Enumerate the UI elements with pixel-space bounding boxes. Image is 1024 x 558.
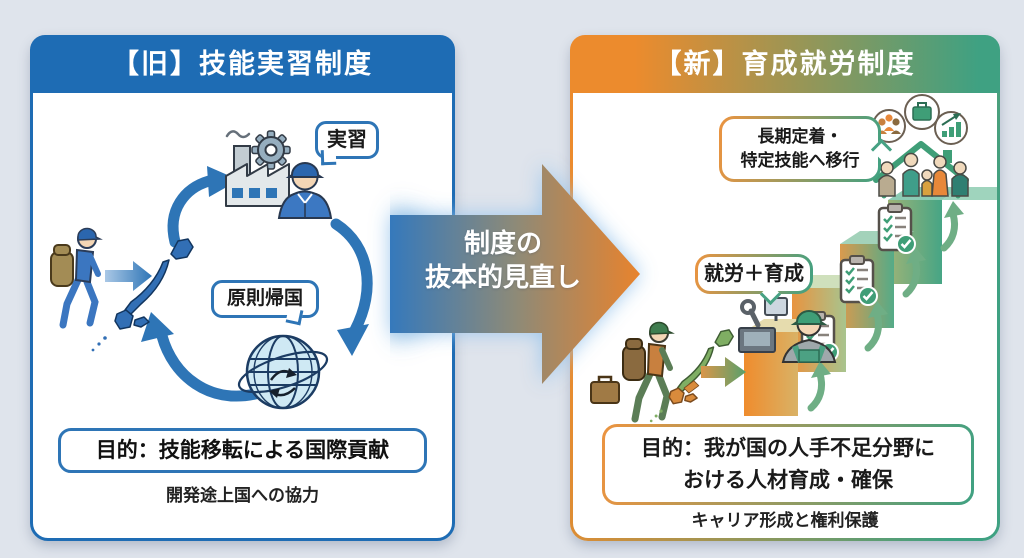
clipboard-check-icon [839,254,879,307]
entry-arrow-icon [105,261,152,291]
training-bubble: 実習 [315,121,379,166]
longterm-bubble-line1: 長期定着・ [757,127,843,146]
new-purpose-subtext: キャリア形成と権利保護 [691,511,879,530]
worker-icon [277,162,333,219]
trainee-worker-icon [738,297,837,364]
new-system-panel: 【新】育成就労制度 [570,35,1000,541]
walker-icon [50,227,103,329]
new-purpose-line2: おける人材育成・確保 [683,468,893,492]
old-panel-title: 【旧】技能実習制度 [30,35,455,93]
transition-arrow: 制度の 抜本的見直し [356,156,648,396]
return-home-bubble: 原則帰国 [211,280,319,326]
new-purpose-line1: 目的：我が国の人手不足分野に [641,437,935,460]
work-training-bubble-label: 就労＋育成 [698,257,810,291]
bubble-tail [320,149,337,166]
japan-map-icon [91,238,194,352]
longterm-bubble: 長期定着・ 特定技能へ移行 [719,116,893,182]
new-purpose-box: 目的：我が国の人手不足分野に おける人材育成・確保 [602,424,974,505]
family-icon [878,152,969,197]
transition-text-line2: 抜本的見直し [424,262,581,292]
old-cycle-illustration [50,130,373,410]
step-up-arrow-icon [944,201,964,248]
gear-icon [251,130,291,170]
training-bubble-label: 実習 [327,129,367,151]
briefcase-circle-icon [904,94,940,130]
exchange-arrows-icon [269,368,297,398]
new-panel-title: 【新】育成就労制度 [570,35,1000,93]
factory-icon [225,130,290,207]
return-home-bubble-label: 原則帰国 [226,288,303,309]
old-purpose-subtext: 開発途上国への協力 [166,486,319,505]
new-stairs-illustration [590,94,997,423]
cycle-arrow-factory-to-globe [330,218,373,356]
arriving-walker-icon [590,321,675,423]
growth-chart-circle-icon [934,111,968,145]
longterm-bubble-line2: 特定技能へ移行 [740,150,860,170]
clipboard-check-icon [877,202,917,255]
japan-map-green-icon [649,329,734,423]
transition-arrow-text: 制度の 抜本的見直し [396,226,610,294]
work-training-bubble: 就労＋育成 [695,254,813,306]
cycle-arrow-japan-to-factory [167,166,239,248]
old-purpose-box: 目的：技能移転による国際貢献 [58,428,427,473]
entry-arrow-green-icon [701,357,746,387]
globe-icon [237,334,329,410]
cycle-arrow-globe-to-japan [141,312,261,402]
transition-text-line1: 制度の [463,228,542,258]
old-system-panel: 【旧】技能実習制度 [30,35,455,541]
bubble-tail [285,307,304,326]
